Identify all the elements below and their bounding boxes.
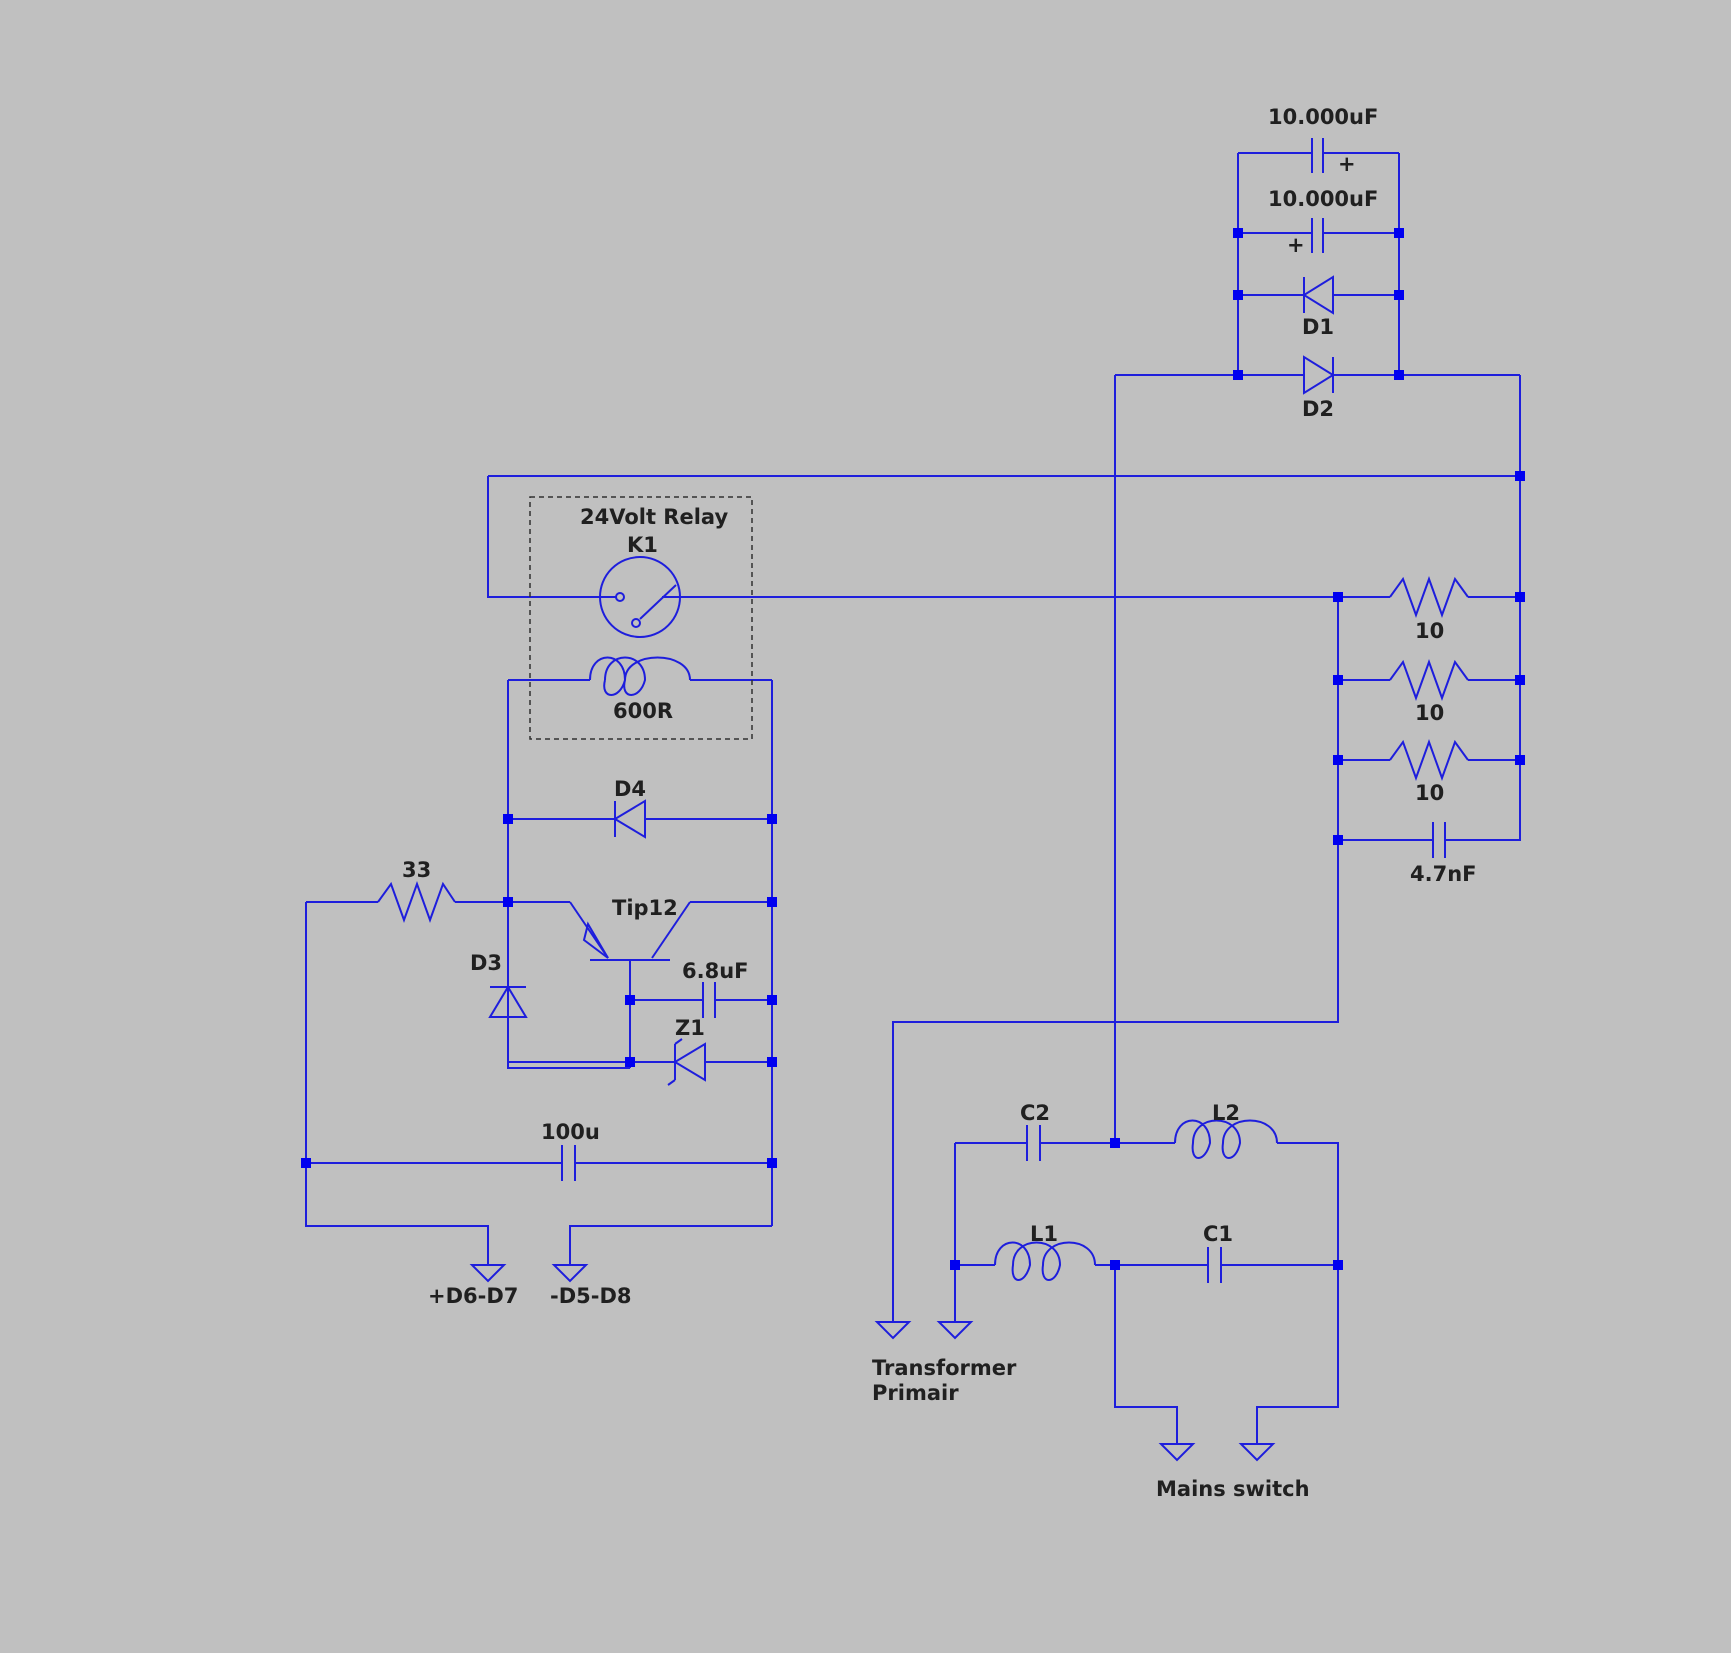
resistor-33: [377, 881, 456, 923]
label-transformer-2: Primair: [872, 1381, 959, 1405]
label-r33: 33: [402, 858, 431, 882]
label-d4: D4: [614, 777, 646, 801]
port-transformer-b: [936, 1321, 974, 1340]
port-mains-b: [1238, 1443, 1276, 1462]
port-neg-d5-d8: [551, 1264, 589, 1283]
label-tip12: Tip12: [612, 896, 678, 920]
label-transformer-1: Transformer: [872, 1356, 1017, 1380]
label-k1: K1: [627, 533, 658, 557]
label-mains: Mains switch: [1156, 1477, 1310, 1501]
label-z1: Z1: [675, 1016, 705, 1040]
label-d3: D3: [470, 951, 502, 975]
capacitor-6-8uf: [702, 982, 716, 1018]
label-r-b: 10: [1415, 701, 1444, 725]
port-mains-a: [1158, 1443, 1196, 1462]
label-d1: D1: [1302, 315, 1334, 339]
relay-contact-k1: [599, 556, 681, 638]
label-coil: 600R: [613, 699, 673, 723]
port-symbols: [469, 1264, 1276, 1462]
zener-z1: [667, 1038, 706, 1086]
relay-coil-600r: [589, 656, 691, 696]
relay-boundary: [529, 496, 753, 740]
label-r-a: 10: [1415, 619, 1444, 643]
label-c2: C2: [1020, 1101, 1050, 1125]
wires: [305, 152, 1521, 1444]
capacitor-c2: [1026, 1125, 1041, 1161]
capacitor-10000uf-second: [1311, 218, 1324, 253]
port-transformer-a: [874, 1321, 912, 1340]
diode-d2: [1303, 355, 1335, 395]
junction-dots: [301, 228, 1525, 1270]
capacitor-4-7nf: [1432, 822, 1446, 858]
inductor-l1: [994, 1241, 1096, 1281]
label-l1: L1: [1030, 1222, 1058, 1246]
resistor-10-a: [1389, 576, 1469, 618]
label-l2: L2: [1212, 1101, 1240, 1125]
label-cap-top1: 10.000uF: [1268, 105, 1378, 129]
inductor-l2: [1174, 1119, 1278, 1159]
transistor-tip12: [569, 901, 691, 961]
label-gnd-neg: -D5-D8: [550, 1284, 632, 1308]
label-cap-top2: 10.000uF: [1268, 187, 1378, 211]
label-plus1: +: [1338, 152, 1356, 176]
label-cap-68u: 6.8uF: [682, 959, 749, 983]
label-c1: C1: [1203, 1222, 1233, 1246]
label-d2: D2: [1302, 397, 1334, 421]
capacitor-10000uf-top: [1311, 138, 1324, 173]
diode-d1: [1302, 275, 1334, 315]
label-cap-47n: 4.7nF: [1410, 862, 1477, 886]
labels: 10.000uF + 10.000uF + D1 D2 24Volt Relay…: [402, 105, 1477, 1501]
label-plus2: +: [1287, 233, 1305, 257]
resistor-10-b: [1389, 659, 1469, 701]
diode-d3: [488, 985, 528, 1018]
label-gnd-pos: +D6-D7: [428, 1284, 518, 1308]
label-relay-title: 24Volt Relay: [580, 505, 728, 529]
capacitor-c1: [1207, 1247, 1222, 1283]
resistor-10-c: [1389, 739, 1469, 781]
label-r-c: 10: [1415, 781, 1444, 805]
capacitor-100u: [561, 1145, 576, 1181]
diode-d4: [613, 799, 646, 839]
label-cap-100u: 100u: [541, 1120, 600, 1144]
port-pos-d6-d7: [469, 1264, 507, 1283]
